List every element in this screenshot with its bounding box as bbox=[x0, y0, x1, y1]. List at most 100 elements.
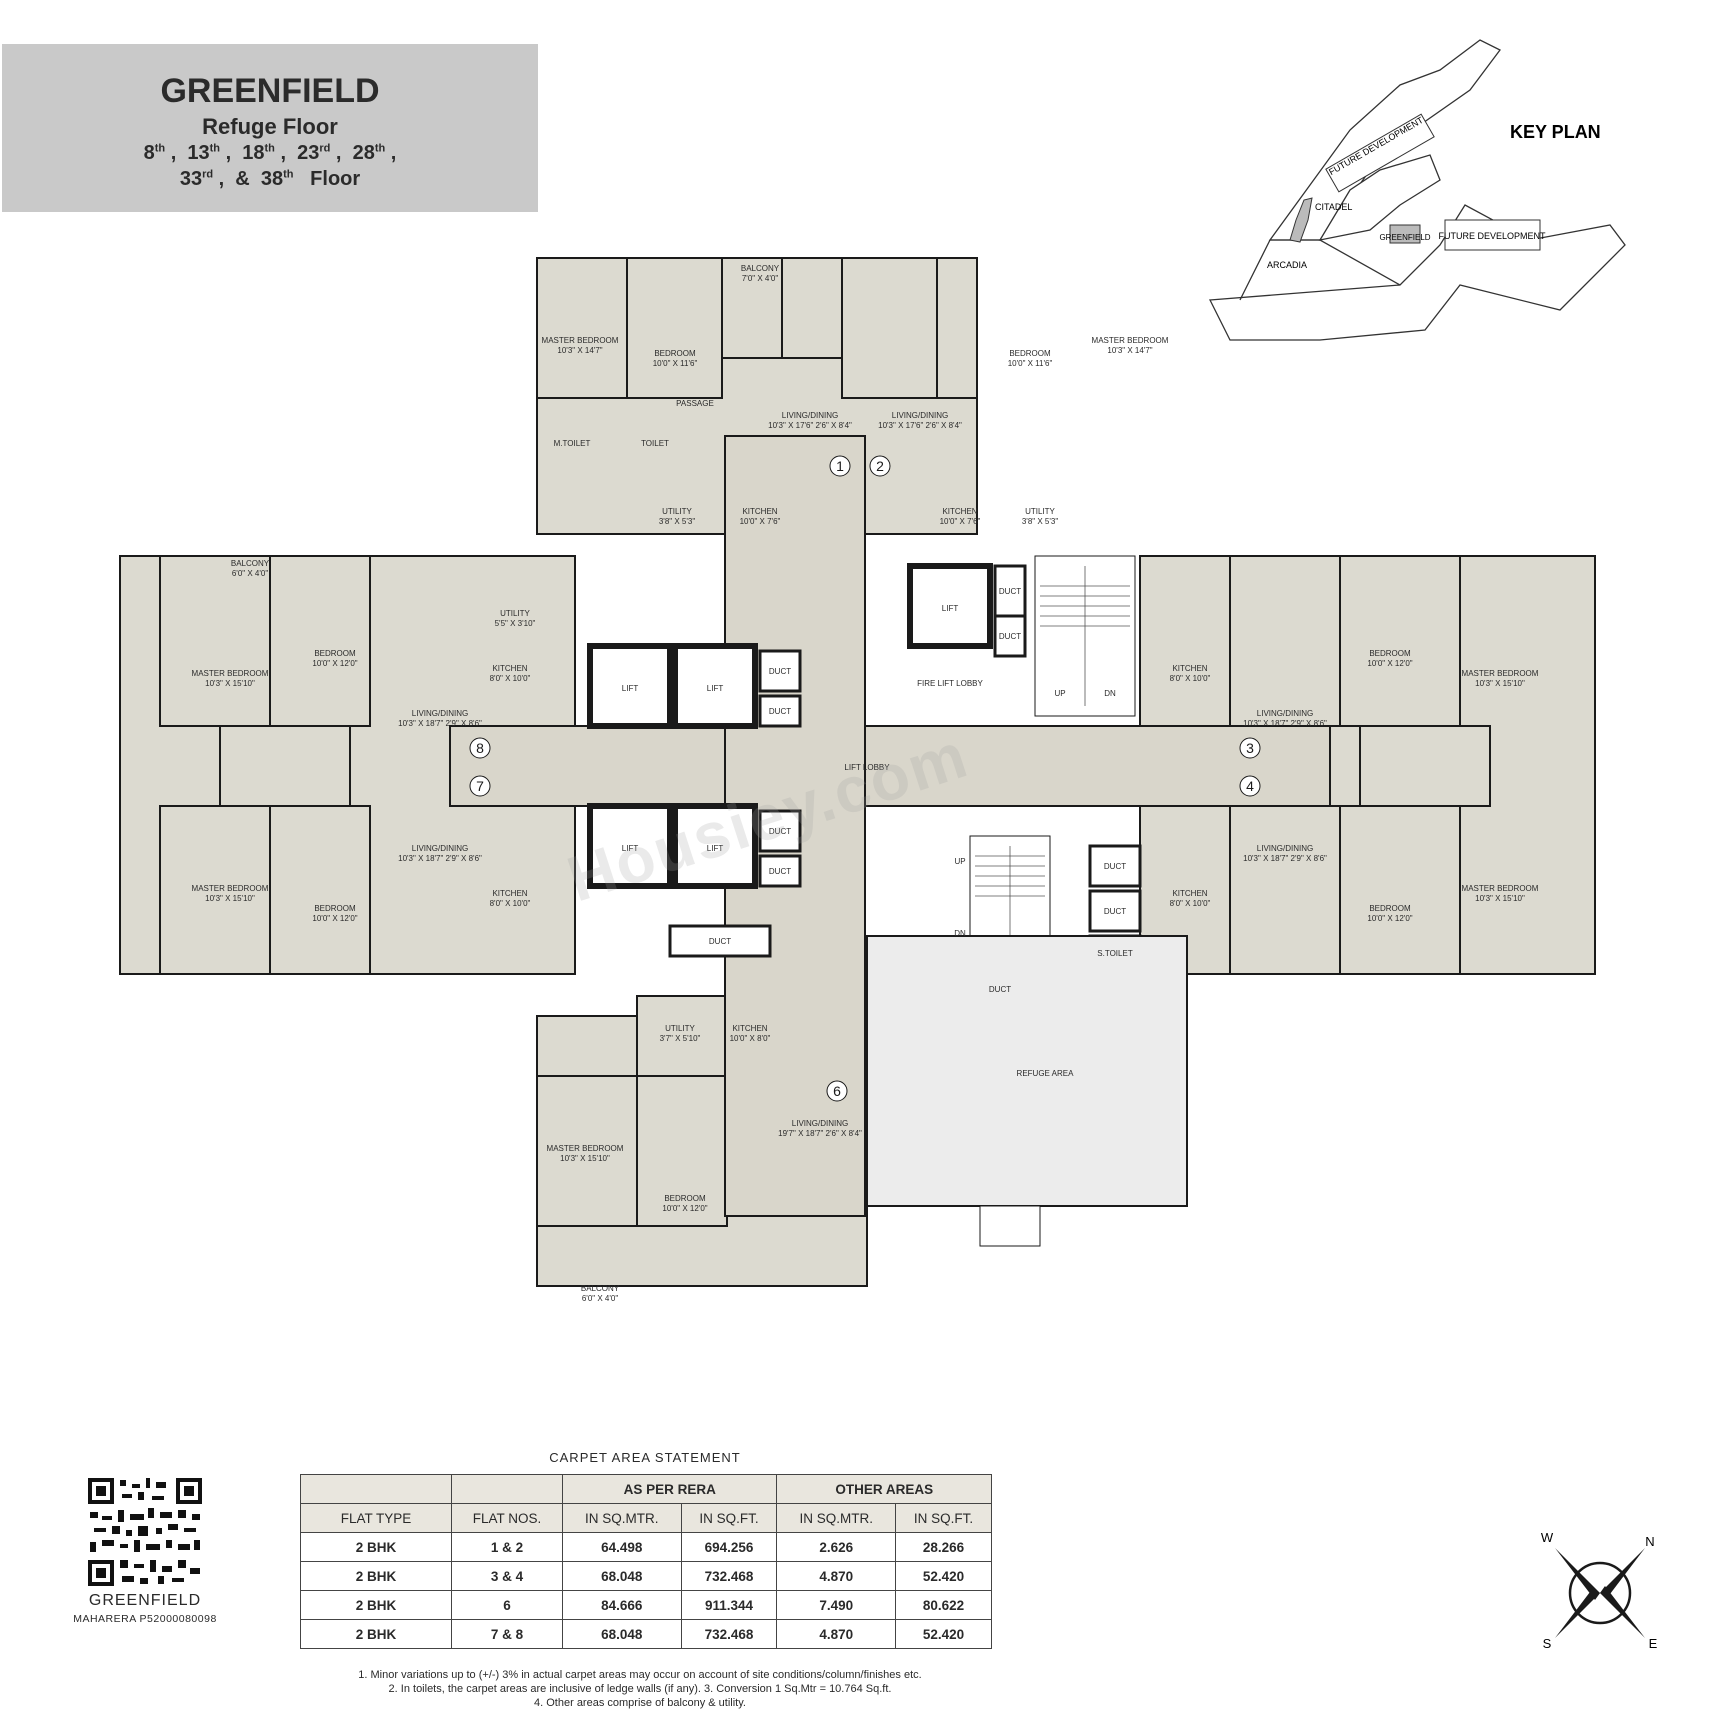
duct-label: DUCT bbox=[709, 937, 731, 946]
table-cell: 80.622 bbox=[895, 1590, 992, 1620]
compass-w: W bbox=[1541, 1530, 1554, 1545]
qr-label: GREENFIELD bbox=[88, 1592, 202, 1609]
table-cell: 52.420 bbox=[895, 1561, 992, 1591]
table-cell: 4.870 bbox=[776, 1619, 897, 1649]
room-label: LIVING/DINING bbox=[1257, 709, 1313, 718]
notes: 1. Minor variations up to (+/-) 3% in ac… bbox=[280, 1668, 1000, 1710]
refuge-area-label: REFUGE AREA bbox=[1017, 1069, 1075, 1078]
room-label: BEDROOM bbox=[664, 1194, 706, 1203]
table-cell: 2 BHK bbox=[300, 1590, 452, 1620]
room-dim: 10'0" X 11'6" bbox=[653, 359, 698, 368]
room-label: MASTER BEDROOM bbox=[192, 884, 269, 893]
room-dim: 8'0" X 10'0" bbox=[490, 899, 531, 908]
room-label: UTILITY bbox=[662, 507, 692, 516]
floors-line-2: 33rd , & 38th Floor bbox=[179, 168, 361, 190]
room-dim: 10'3" X 18'7" 2'9" X 8'6" bbox=[398, 719, 482, 728]
room-label: KITCHEN bbox=[732, 1024, 767, 1033]
room-label: UTILITY bbox=[500, 609, 530, 618]
lift-label: LIFT bbox=[707, 684, 724, 693]
room-dim: 3'7" X 5'10" bbox=[660, 1034, 701, 1043]
table-cell: 2 BHK bbox=[300, 1561, 452, 1591]
room-label: KITCHEN bbox=[492, 664, 527, 673]
header-cell bbox=[300, 1474, 452, 1504]
unit-number: 7 bbox=[476, 778, 484, 794]
room-dim: 10'0" X 7'6" bbox=[740, 517, 781, 526]
lift-label: LIFT bbox=[622, 684, 639, 693]
room-dim: 3'8" X 5'3" bbox=[1022, 517, 1058, 526]
room-label: LIVING/DINING bbox=[892, 411, 948, 420]
compass-s: S bbox=[1543, 1636, 1552, 1651]
duct-label: DUCT bbox=[769, 867, 791, 876]
column-header: FLAT NOS. bbox=[451, 1503, 563, 1533]
floors-line-1: 8th , 13th , 18th , 23rd , 28th , bbox=[143, 142, 397, 164]
table-row: 2 BHK 6 84.666 911.344 7.490 80.622 bbox=[300, 1590, 992, 1620]
stair-dn-label: DN bbox=[1104, 689, 1116, 698]
table-cell: 6 bbox=[451, 1590, 563, 1620]
stair-dn-label: DN bbox=[954, 929, 966, 938]
table-row: 2 BHK 1 & 2 64.498 694.256 2.626 28.266 bbox=[300, 1532, 992, 1562]
note-line: 4. Other areas comprise of balcony & uti… bbox=[534, 1697, 746, 1709]
room-dim: 10'0" X 12'0" bbox=[312, 914, 357, 923]
room-label: BALCONY bbox=[741, 264, 780, 273]
duct-label: DUCT bbox=[1104, 862, 1126, 871]
duct-label: DUCT bbox=[999, 587, 1021, 596]
room-dim: 10'3" X 14'7" bbox=[557, 346, 602, 355]
room-label: LIVING/DINING bbox=[412, 709, 468, 718]
room-label: LIVING/DINING bbox=[782, 411, 838, 420]
room-dim: 10'3" X 15'10" bbox=[205, 679, 255, 688]
room-dim: 3'8" X 5'3" bbox=[659, 517, 695, 526]
room-label: BEDROOM bbox=[654, 349, 696, 358]
lift-label: LIFT bbox=[622, 844, 639, 853]
group-header-other: OTHER AREAS bbox=[776, 1474, 992, 1504]
carpet-area-table: AS PER RERA OTHER AREAS FLAT TYPE FLAT N… bbox=[300, 1474, 992, 1649]
stair-up-label: UP bbox=[1054, 689, 1065, 698]
room-label: PASSAGE bbox=[676, 399, 714, 408]
qr-code[interactable] bbox=[86, 1476, 204, 1588]
room-dim: 10'3" X 18'7" 2'9" X 8'6" bbox=[1243, 719, 1327, 728]
header-cell bbox=[451, 1474, 563, 1504]
duct-label: DUCT bbox=[999, 632, 1021, 641]
key-plan: FUTURE DEVELOPMENT CITADEL ARCADIA GREEN… bbox=[1208, 39, 1626, 341]
unit-number: 2 bbox=[876, 458, 884, 474]
room-label: KITCHEN bbox=[942, 507, 977, 516]
table-cell: 68.048 bbox=[562, 1619, 682, 1649]
room-dim: 10'3" X 17'6" 2'6" X 8'4" bbox=[878, 421, 962, 430]
unit-number: 8 bbox=[476, 740, 484, 756]
unit-number: 4 bbox=[1246, 778, 1254, 794]
room-label: BALCONY bbox=[231, 559, 270, 568]
column-header: IN SQ.MTR. bbox=[776, 1503, 897, 1533]
table-cell: 52.420 bbox=[895, 1619, 992, 1649]
room-label: BALCONY bbox=[581, 1284, 620, 1293]
room-dim: 10'3" X 17'6" 2'6" X 8'4" bbox=[768, 421, 852, 430]
note-line: 1. Minor variations up to (+/-) 3% in ac… bbox=[358, 1669, 922, 1681]
room-dim: 10'3" X 15'10" bbox=[205, 894, 255, 903]
table-cell: 7 & 8 bbox=[451, 1619, 563, 1649]
duct-label: DUCT bbox=[989, 985, 1011, 994]
keyplan-label: GREENFIELD bbox=[1379, 233, 1430, 242]
duct-label: DUCT bbox=[769, 707, 791, 716]
room-label: MASTER BEDROOM bbox=[1092, 336, 1169, 345]
title-box: GREENFIELD Refuge Floor 8th , 13th , 18t… bbox=[2, 44, 538, 212]
table-cell: 694.256 bbox=[680, 1532, 778, 1562]
table-row: 2 BHK 3 & 4 68.048 732.468 4.870 52.420 bbox=[300, 1561, 992, 1591]
room-label: M.TOILET bbox=[554, 439, 591, 448]
room-dim: 19'7" X 18'7" 2'6" X 8'4" bbox=[778, 1129, 862, 1138]
column-header: IN SQ.FT. bbox=[895, 1503, 992, 1533]
table-cell: 68.048 bbox=[562, 1561, 682, 1591]
table-cell: 3 & 4 bbox=[451, 1561, 563, 1591]
unit-number: 3 bbox=[1246, 740, 1254, 756]
keyplan-label: FUTURE DEVELOPMENT bbox=[1438, 231, 1546, 241]
s-toilet-label: S.TOILET bbox=[1097, 949, 1133, 958]
room-dim: 8'0" X 10'0" bbox=[1170, 899, 1211, 908]
keyplan-label: ARCADIA bbox=[1267, 260, 1307, 270]
duct-label: DUCT bbox=[1104, 907, 1126, 916]
room-dim: 10'0" X 12'0" bbox=[662, 1204, 707, 1213]
table-cell: 84.666 bbox=[562, 1590, 682, 1620]
table-cell: 64.498 bbox=[562, 1532, 682, 1562]
room-dim: 10'3" X 14'7" bbox=[1107, 346, 1152, 355]
rera-number: MAHARERA P52000080098 bbox=[73, 1613, 217, 1625]
key-plan-title: KEY PLAN bbox=[1510, 122, 1601, 142]
room-dim: 10'0" X 7'6" bbox=[940, 517, 981, 526]
room-dim: 10'3" X 15'10" bbox=[1475, 894, 1525, 903]
column-header: IN SQ.MTR. bbox=[562, 1503, 682, 1533]
